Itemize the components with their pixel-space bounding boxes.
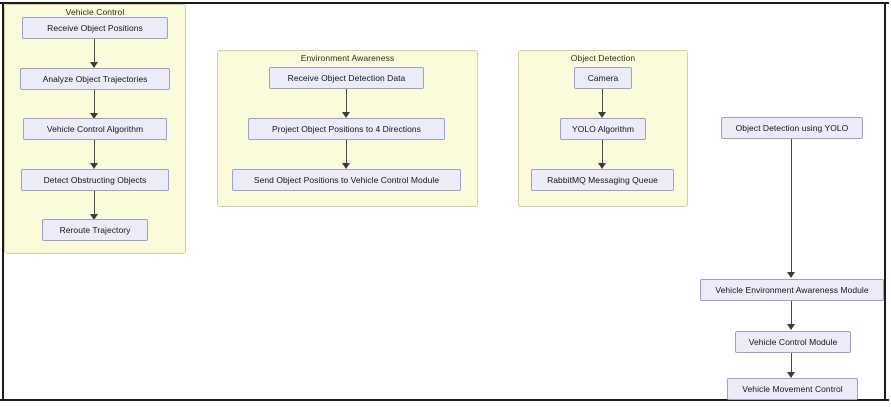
arrowhead-analyze-to-algorithm bbox=[90, 113, 98, 119]
node-yolo-algorithm[interactable]: YOLO Algorithm bbox=[560, 118, 646, 140]
node-vehicle-control-algorithm[interactable]: Vehicle Control Algorithm bbox=[23, 118, 167, 140]
arrowhead-control-module-to-movement bbox=[787, 372, 795, 378]
frame-top-border bbox=[0, 2, 889, 4]
node-label: Receive Object Positions bbox=[47, 23, 143, 33]
edge-project-to-send bbox=[346, 140, 348, 167]
group-title-vehicle-control: Vehicle Control bbox=[65, 7, 125, 17]
node-receive-object-positions[interactable]: Receive Object Positions bbox=[22, 17, 168, 39]
node-vehicle-movement-control[interactable]: Vehicle Movement Control bbox=[727, 378, 858, 400]
arrowhead-awareness-to-control-module bbox=[787, 324, 795, 330]
arrowhead-algorithm-to-detect bbox=[90, 163, 98, 169]
arrowhead-detect-to-reroute bbox=[90, 214, 98, 220]
group-title-environment-awareness: Environment Awareness bbox=[300, 53, 395, 63]
arrowhead-yolo-detection-to-awareness-module bbox=[787, 272, 795, 278]
node-project-object-positions[interactable]: Project Object Positions to 4 Directions bbox=[248, 118, 445, 140]
arrowhead-receive-to-analyze bbox=[90, 62, 98, 68]
node-reroute-trajectory[interactable]: Reroute Trajectory bbox=[42, 219, 148, 241]
node-label: Analyze Object Trajectories bbox=[42, 74, 148, 84]
node-label: Detect Obstructing Objects bbox=[43, 175, 147, 185]
node-label: Reroute Trajectory bbox=[59, 225, 131, 235]
node-vehicle-environment-awareness-module[interactable]: Vehicle Environment Awareness Module bbox=[700, 279, 884, 301]
arrowhead-yolo-to-rabbitmq bbox=[598, 163, 606, 169]
edge-detect-to-reroute bbox=[94, 191, 96, 218]
node-label: Vehicle Control Module bbox=[748, 337, 838, 347]
arrowhead-camera-to-yolo bbox=[598, 112, 606, 118]
edge-algorithm-to-detect bbox=[94, 140, 96, 167]
node-label: Receive Object Detection Data bbox=[287, 73, 406, 83]
node-label: YOLO Algorithm bbox=[571, 124, 635, 134]
node-receive-object-detection-data[interactable]: Receive Object Detection Data bbox=[269, 67, 424, 89]
edge-analyze-to-algorithm bbox=[94, 90, 96, 117]
node-label: Object Detection using YOLO bbox=[735, 123, 849, 133]
arrowhead-project-to-send bbox=[342, 163, 350, 169]
frame-bottom-border bbox=[0, 399, 889, 401]
node-camera[interactable]: Camera bbox=[574, 67, 632, 89]
node-label: RabbitMQ Messaging Queue bbox=[547, 175, 658, 185]
node-label: Send Object Positions to Vehicle Control… bbox=[253, 175, 440, 185]
node-rabbitmq-messaging-queue[interactable]: RabbitMQ Messaging Queue bbox=[531, 169, 674, 191]
node-object-detection-using-yolo[interactable]: Object Detection using YOLO bbox=[721, 117, 863, 139]
edge-awareness-to-control-module bbox=[791, 301, 793, 328]
edge-yolo-to-rabbitmq bbox=[602, 140, 604, 167]
edge-yolo-detection-to-awareness-module bbox=[791, 139, 793, 276]
node-analyze-object-trajectories[interactable]: Analyze Object Trajectories bbox=[20, 68, 170, 90]
edge-receive-data-to-project bbox=[346, 89, 348, 116]
edge-camera-to-yolo bbox=[602, 89, 604, 116]
arrowhead-receive-data-to-project bbox=[342, 112, 350, 118]
frame-left-border bbox=[2, 2, 4, 401]
node-send-object-positions[interactable]: Send Object Positions to Vehicle Control… bbox=[232, 169, 461, 191]
node-detect-obstructing-objects[interactable]: Detect Obstructing Objects bbox=[21, 169, 169, 191]
node-vehicle-control-module[interactable]: Vehicle Control Module bbox=[735, 331, 851, 353]
node-label: Project Object Positions to 4 Directions bbox=[272, 124, 421, 134]
group-title-object-detection: Object Detection bbox=[570, 53, 636, 63]
node-label: Vehicle Movement Control bbox=[742, 384, 843, 394]
edge-control-module-to-movement bbox=[791, 353, 793, 376]
edge-receive-to-analyze bbox=[94, 39, 96, 66]
frame-right-border bbox=[884, 2, 886, 401]
node-label: Vehicle Control Algorithm bbox=[46, 124, 144, 134]
node-label: Vehicle Environment Awareness Module bbox=[715, 285, 869, 295]
node-label: Camera bbox=[587, 73, 619, 83]
